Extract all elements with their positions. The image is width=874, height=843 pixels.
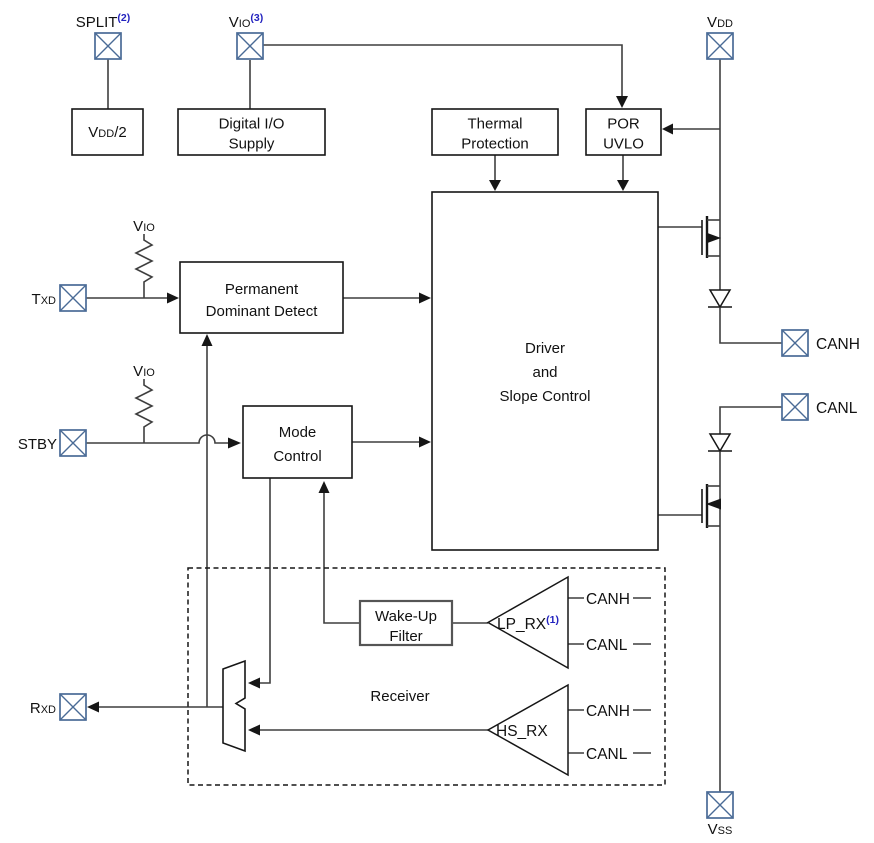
pullup-resistor-txd (134, 234, 154, 298)
terminal-symbols (59, 32, 809, 819)
labels: SPLIT(2) VIO(3) VDD TXD STBY RXD CANH CA… (18, 12, 860, 838)
pullup-vio-label-txd: VIO (133, 218, 155, 235)
wire-canl-to-diode (719, 406, 782, 434)
blocks (71, 108, 666, 786)
thermal-label-1: Thermal (467, 116, 522, 133)
vdd-half-block (71, 108, 144, 156)
arrowhead-wakeup-mode (318, 481, 330, 493)
hs-canh-input-label: CANH (586, 703, 630, 720)
vio-pin-label: VIO(3) (229, 12, 263, 31)
fet-low-body-arrow (706, 498, 721, 510)
stby-pin-label: STBY (18, 436, 57, 453)
txd-terminal-icon (59, 284, 87, 312)
canh-pin-label: CANH (816, 336, 860, 353)
canh-terminal-icon (781, 329, 809, 357)
por-label-1: POR (607, 116, 640, 133)
arrowhead-pdd-driver (419, 292, 431, 304)
split-terminal-icon (94, 32, 122, 60)
hs-rx-comparator (486, 683, 569, 777)
canl-terminal-icon (781, 393, 809, 421)
arrowhead-mode-mux (248, 677, 260, 689)
vdd-terminal-icon (706, 32, 734, 60)
thermal-label-2: Protection (461, 136, 529, 153)
lp-canh-input-label: CANH (586, 591, 630, 608)
txd-pin-label: TXD (32, 291, 57, 308)
digital-io-supply-block (177, 108, 326, 156)
permanent-dominant-detect-block (179, 261, 344, 334)
hs-canl-input-label: CANL (586, 746, 628, 763)
arrowhead-into-por-top (616, 96, 628, 108)
arrowhead-txd-pdd (167, 292, 179, 304)
arrowhead-mode-driver (419, 436, 431, 448)
pdd-label-2: Dominant Detect (206, 303, 319, 320)
lp-canl-input-label: CANL (586, 637, 628, 654)
rxd-terminal-icon (59, 693, 87, 721)
vio-terminal-icon (236, 32, 264, 60)
driver-label-2: and (532, 364, 557, 381)
canh-diode (708, 289, 732, 309)
pullup-vio-label-stby: VIO (133, 363, 155, 380)
canl-pin-label: CANL (816, 400, 858, 417)
mode-control-block (242, 405, 353, 479)
por-uvlo-block (585, 108, 662, 156)
arrowhead-up-into-pdd (201, 334, 213, 346)
wire-mode-to-mux (259, 478, 271, 684)
lp-rx-label: LP_RX(1) (497, 614, 559, 633)
vdd-pin-label: VDD (707, 14, 733, 31)
canl-diode (708, 433, 732, 453)
wakeup-label-1: Wake-Up (375, 608, 437, 625)
driver-label-3: Slope Control (500, 388, 591, 405)
wake-up-filter-block (358, 599, 454, 647)
wires (86, 44, 782, 792)
wakeup-label-2: Filter (389, 628, 422, 645)
arrowheads (87, 96, 673, 736)
low-side-mosfet (701, 484, 721, 528)
arrowhead-into-por-right (662, 123, 673, 135)
vdd-half-label: VDD/2 (88, 124, 126, 141)
vss-pin-label: VSS (708, 821, 733, 838)
diode-triangle-canl (708, 433, 732, 453)
driver-label-1: Driver (525, 340, 565, 357)
driver-slope-control-block (431, 191, 659, 551)
arrowhead-stby-mode (228, 437, 241, 449)
lp-rx-comparator (486, 575, 569, 670)
wire-diode-to-canh (719, 308, 782, 344)
stby-terminal-icon (59, 429, 87, 457)
mode-label-2: Control (273, 448, 321, 465)
mode-label-1: Mode (279, 424, 317, 441)
arrowhead-thermal-driver (489, 180, 501, 191)
rxd-mux-symbol (222, 659, 246, 753)
rxd-pin-label: RXD (30, 700, 56, 717)
digital-io-label-2: Supply (229, 136, 275, 153)
wire-wakeup-to-mode (323, 492, 360, 624)
thermal-protection-block (431, 108, 559, 156)
diode-triangle-canh (708, 289, 732, 309)
arrowhead-por-driver (617, 180, 629, 191)
vss-terminal-icon (706, 791, 734, 819)
arrowhead-hsrx-mux (248, 724, 260, 736)
hs-rx-label: HS_RX (496, 723, 548, 740)
receiver-label: Receiver (370, 688, 429, 705)
por-label-2: UVLO (603, 136, 644, 153)
pullup-resistor-stby (134, 379, 154, 443)
receiver-dashed-boundary (187, 567, 666, 786)
arrowhead-mux-rxd (87, 701, 99, 713)
pdd-label-1: Permanent (225, 281, 299, 298)
wire-vio-to-por (263, 44, 623, 98)
split-pin-label: SPLIT(2) (76, 12, 131, 31)
high-side-mosfet (701, 216, 721, 258)
fet-high-body-arrow (706, 232, 721, 244)
digital-io-label-1: Digital I/O (219, 116, 285, 133)
